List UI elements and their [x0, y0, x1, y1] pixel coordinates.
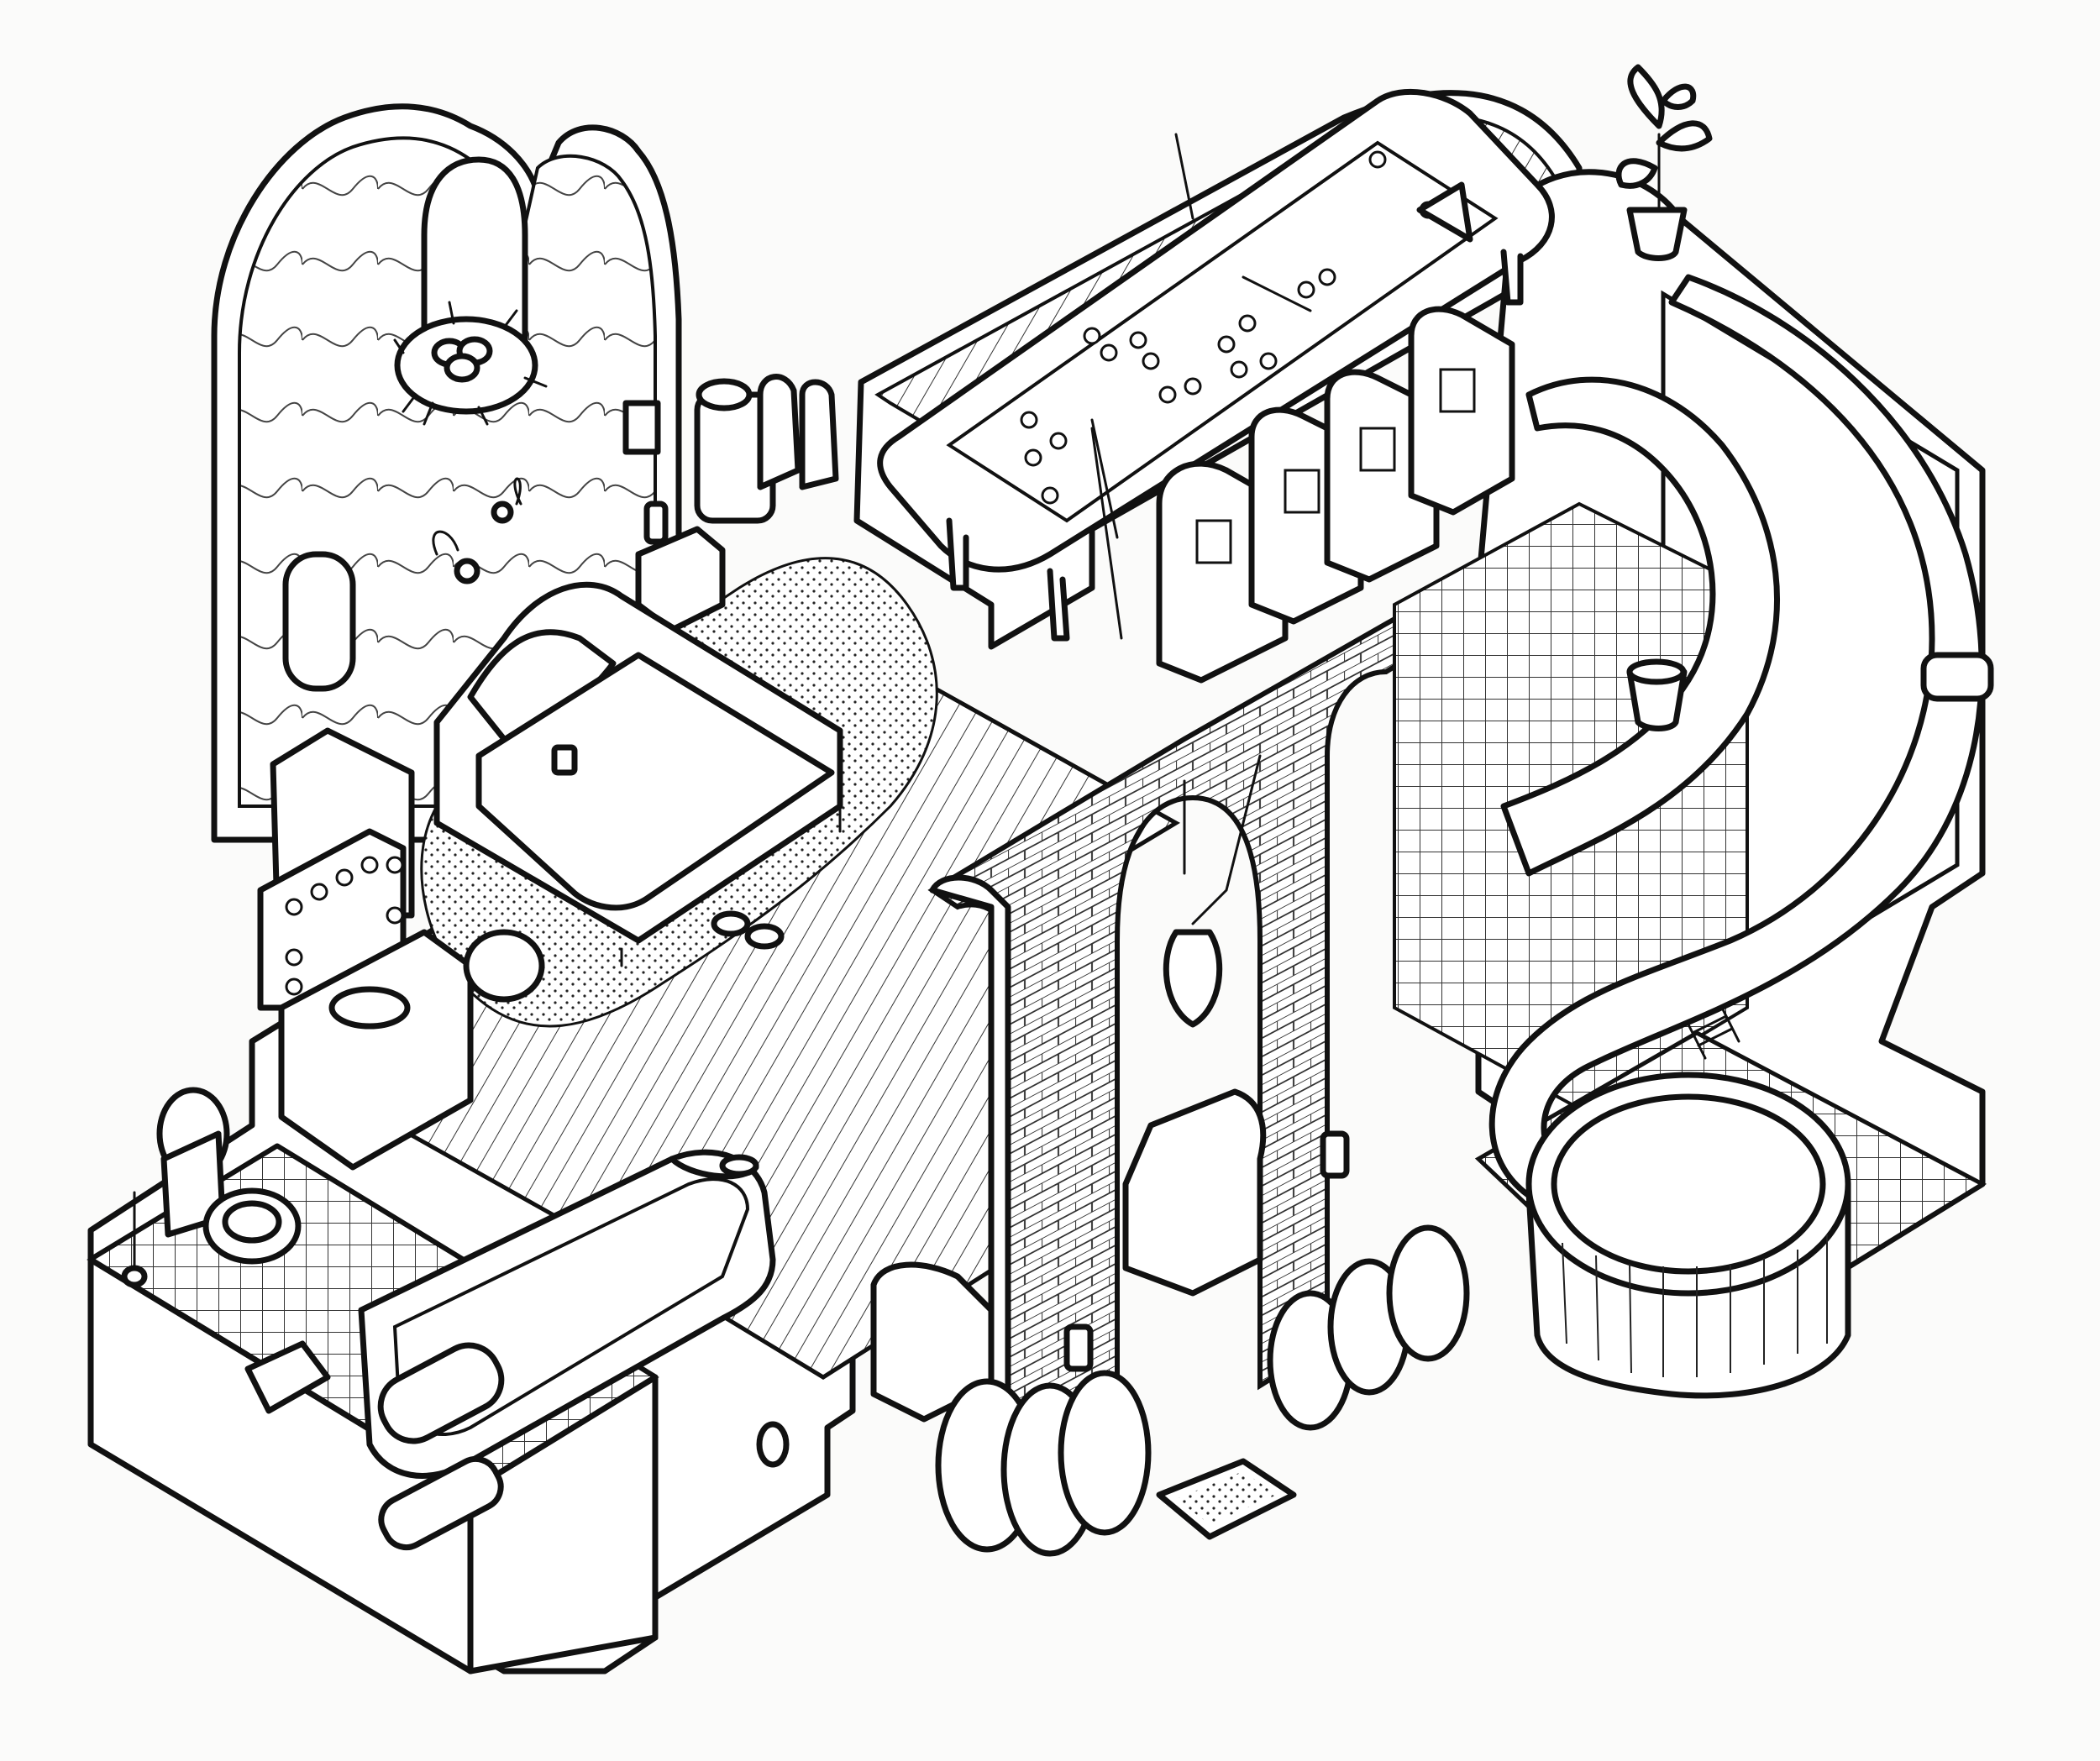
- book-on-bed: [551, 744, 578, 776]
- armchair: [1122, 1088, 1267, 1297]
- water-cooler-bottles: [694, 374, 839, 524]
- bath-mat: [244, 1340, 331, 1414]
- tub-porthole-lower: [378, 1455, 504, 1551]
- wall-sconces: [1063, 1130, 1350, 1372]
- nightstand: [635, 501, 726, 633]
- towel-ring: [756, 1421, 790, 1468]
- vanity-dresser: [257, 727, 474, 1171]
- ladder: [1687, 1006, 1740, 1060]
- slide-support-band: [1920, 652, 1994, 702]
- sink-basin: [328, 986, 411, 1030]
- tub-porthole: [377, 1342, 505, 1444]
- shrubs: [935, 1224, 1470, 1557]
- pouf-cushion: [463, 929, 545, 1003]
- sink-counter: [278, 929, 474, 1171]
- bathtub: [358, 1149, 790, 1551]
- blanket: [475, 652, 835, 911]
- hanging-lantern: [1163, 754, 1262, 1028]
- doormat: [1156, 1458, 1297, 1540]
- trash-can: [1626, 658, 1688, 731]
- wall-lamps: [432, 477, 522, 584]
- pool-table: [877, 88, 1555, 642]
- small-arched-window: [282, 551, 356, 692]
- toilet-brush: [121, 1191, 148, 1288]
- slippers: [711, 910, 785, 950]
- bed: [433, 581, 843, 967]
- hallway-chair: [870, 1261, 995, 1423]
- arcade-cabinets: [1156, 306, 1515, 684]
- potted-plant: [1615, 64, 1713, 261]
- toilet: [156, 1087, 302, 1265]
- billiard-balls: [1020, 150, 1437, 505]
- bird-nest: [393, 301, 548, 426]
- wall-picture-frame: [622, 400, 661, 455]
- ball-rack-triangle: [1416, 181, 1473, 243]
- round-pool: [1525, 1072, 1851, 1399]
